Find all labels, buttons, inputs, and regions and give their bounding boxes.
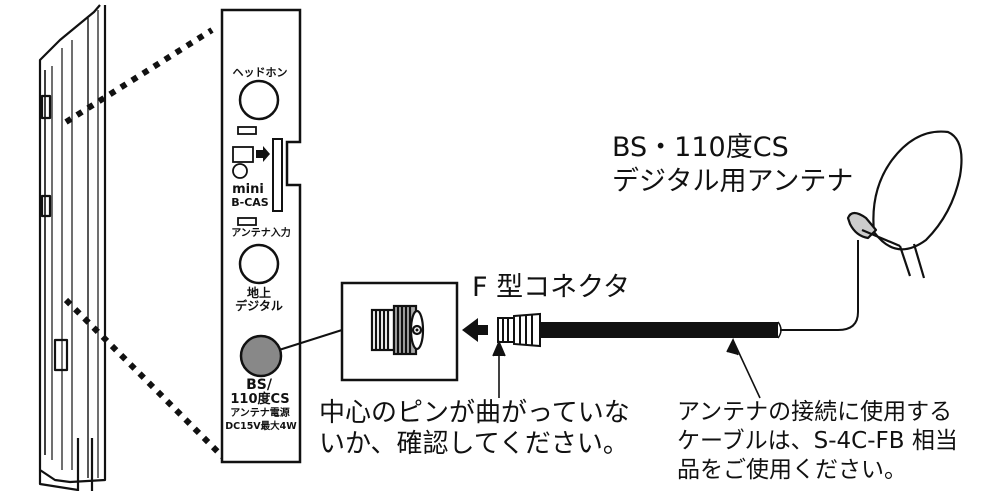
bs-label-4: DC15V最大4W xyxy=(225,421,297,432)
bs-label-2: 110度CS xyxy=(230,392,290,407)
pin-note: 中心のピンが曲がっていな いか、確認してください。 xyxy=(319,398,630,460)
zoom-lines xyxy=(63,27,229,463)
terrestrial-antenna-jack xyxy=(238,243,280,285)
f-connector-plug xyxy=(497,312,541,348)
antenna-title: BS・110度CS デジタル用アンテナ xyxy=(612,131,853,199)
pin-note-line-2: いか、確認してください。 xyxy=(319,429,629,459)
connector-label: F 型コネクタ xyxy=(472,272,631,303)
leader-lines xyxy=(492,337,761,399)
satellite-dish-icon xyxy=(846,130,963,279)
pin-note-line-1: 中心のピンが曲がっていな xyxy=(319,398,630,428)
terrestrial-label-2: デジタル xyxy=(235,299,283,313)
cable-note-line-3: 品をご使用ください。 xyxy=(677,457,907,483)
antenna-input-label: アンテナ入力 xyxy=(231,228,291,239)
antenna-cable xyxy=(540,240,859,339)
cable-note-line-1: アンテナの接続に使用する xyxy=(677,399,953,425)
mini-label: mini xyxy=(232,182,264,197)
cable-note: アンテナの接続に使用する ケーブルは、S-4C-FB 相当 品をご使用ください。 xyxy=(677,398,958,485)
antenna-title-line-1: BS・110度CS xyxy=(612,132,789,163)
cable-note-line-2: ケーブルは、S-4C-FB 相当 xyxy=(677,428,958,454)
f-socket-icon xyxy=(370,304,425,356)
bcas-slot xyxy=(272,138,283,212)
bs-label-3: アンテナ電源 xyxy=(230,408,290,419)
headphone-label: ヘッドホン xyxy=(232,66,288,79)
antenna-title-line-2: デジタル用アンテナ xyxy=(612,166,854,197)
bs-cs-antenna-jack xyxy=(239,334,283,378)
headphone-jack xyxy=(238,79,280,121)
tv-side-view xyxy=(38,4,107,491)
terrestrial-label-1: 地上 xyxy=(246,286,271,300)
bs-label-1: BS/ xyxy=(246,377,272,393)
insert-arrow xyxy=(462,318,488,342)
bcas-label: B-CAS xyxy=(231,196,269,209)
connector-zoom-box xyxy=(278,281,459,382)
